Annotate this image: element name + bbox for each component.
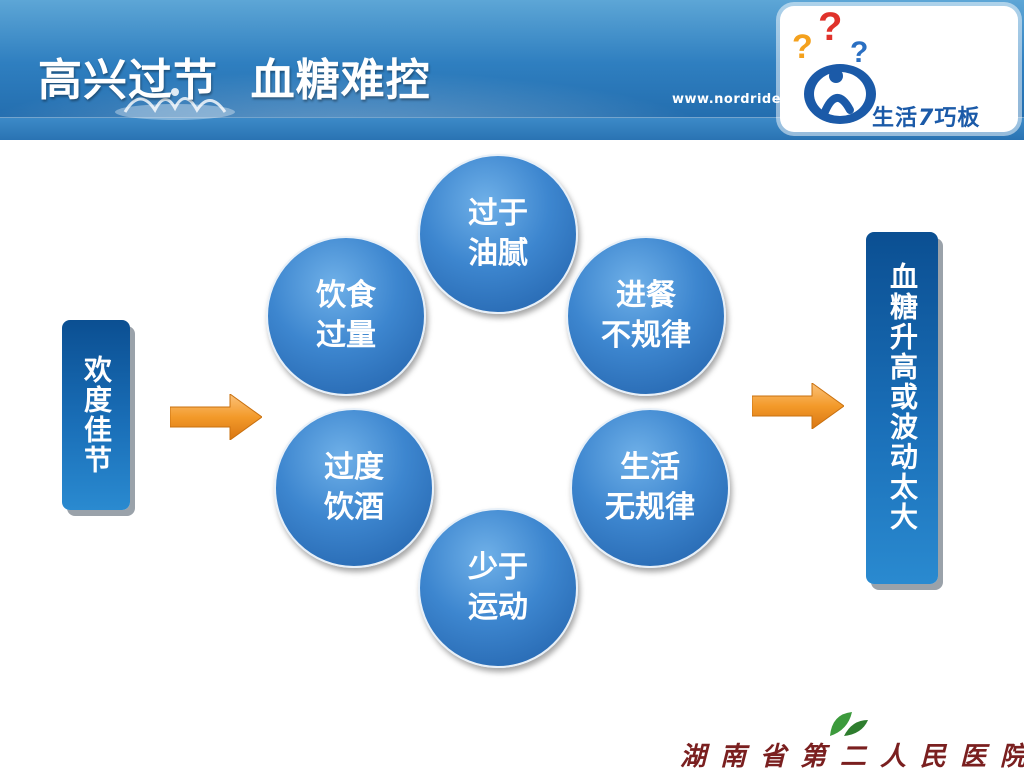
question-marks-figure-icon: ? ? ? (792, 6, 876, 124)
cause-circle-excess-alcohol: 过度饮酒 (274, 408, 434, 568)
svg-text:?: ? (792, 28, 813, 66)
result-box-label: 血糖升高或波动太大 (886, 262, 919, 532)
cause-circle-overeating: 饮食过量 (266, 236, 426, 396)
cause-circle-irregular-life: 生活无规律 (570, 408, 730, 568)
svg-text:?: ? (850, 36, 868, 69)
arrow-right-icon (752, 383, 844, 429)
brand-logo: ? ? ? 生活7巧板 (780, 6, 1018, 132)
hospital-leaf-icon (830, 712, 868, 736)
start-box: 欢度佳节 (62, 320, 130, 510)
arrow-right-icon (170, 394, 262, 440)
cause-circle-irregular-meals: 进餐不规律 (566, 236, 726, 396)
hospital-name: 湖南省第二人民医院 (680, 742, 1024, 772)
water-splash-icon (115, 88, 235, 120)
slide-title: 高兴过节 血糖难控 (38, 55, 431, 106)
cause-circle-oily: 过于油腻 (418, 154, 578, 314)
start-box-label: 欢度佳节 (80, 355, 113, 475)
result-box: 血糖升高或波动太大 (866, 232, 938, 584)
header-url: www.nordride (672, 92, 782, 107)
brand-logo-text: 生活7巧板 (872, 106, 981, 131)
header-bottom-band (0, 117, 1024, 140)
cause-circle-less-exercise: 少于运动 (418, 508, 578, 668)
svg-text:?: ? (818, 6, 842, 49)
